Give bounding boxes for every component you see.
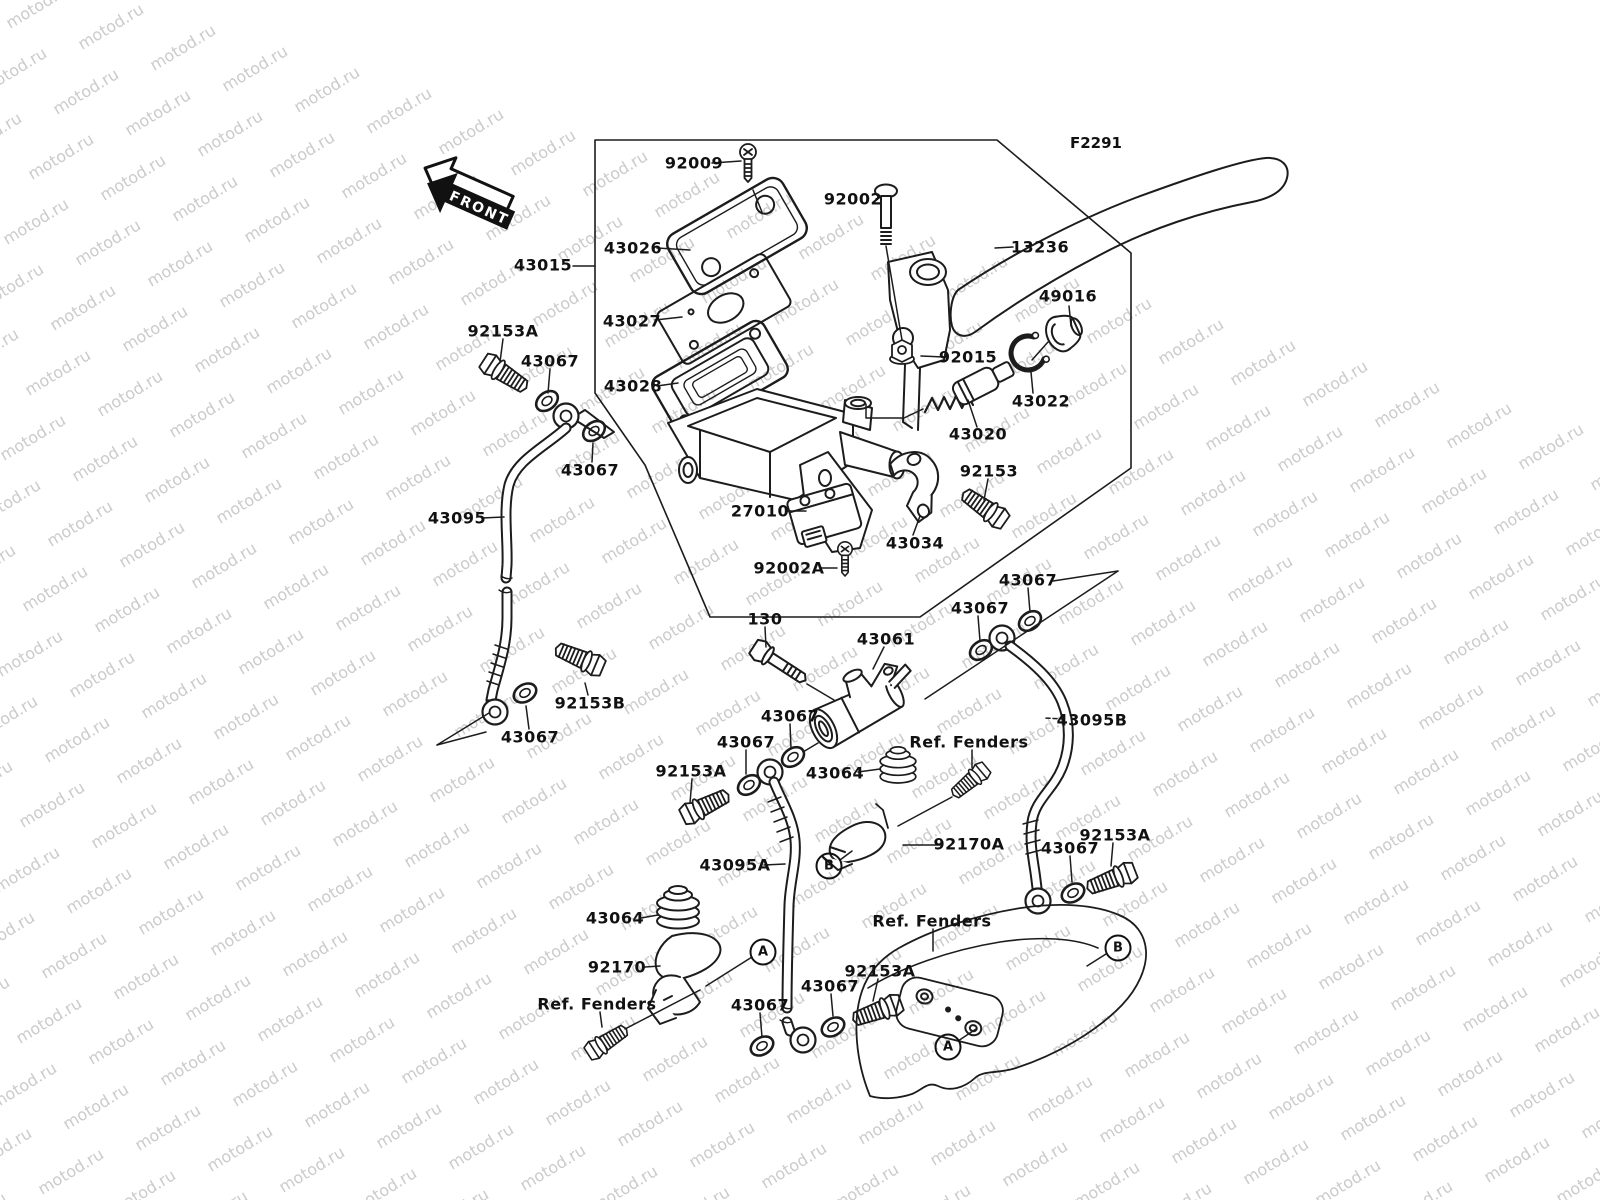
hose-clamp-92170-drawing: [647, 932, 722, 1025]
part-label-92009: 92009: [664, 153, 724, 173]
ref-circle-b: B: [1104, 934, 1132, 962]
part-label-43067: 43067: [520, 351, 580, 371]
part-label-43067: 43067: [760, 706, 820, 726]
leader-lines: [436, 160, 1119, 1042]
part-label-ref-fenders: Ref. Fenders: [909, 732, 1029, 752]
part-label-43067: 43067: [560, 460, 620, 480]
part-label-92002a: 92002A: [753, 558, 825, 578]
brake-switch-drawing: [786, 482, 863, 548]
circlip-drawing: [1008, 331, 1050, 373]
part-label-13236: 13236: [1010, 237, 1070, 257]
brake-hose-43095a-drawing: [767, 776, 801, 1037]
part-label-ref-fenders: Ref. Fenders: [872, 911, 992, 931]
lever-clamp-drawing: [889, 451, 940, 524]
part-label-92170: 92170: [587, 957, 647, 977]
part-label-92153: 92153: [959, 461, 1019, 481]
part-label-43067: 43067: [998, 570, 1058, 590]
brake-hose-43095b-drawing: [1004, 640, 1074, 894]
figure-code: F2291: [1070, 134, 1122, 152]
piston-assembly-drawing: [923, 361, 1015, 414]
brake-lever-drawing: [887, 156, 1289, 431]
part-label-43067: 43067: [716, 732, 776, 752]
part-label-92153a: 92153A: [655, 761, 727, 781]
part-label-43067: 43067: [730, 995, 790, 1015]
part-label-43067: 43067: [800, 976, 860, 996]
part-label-43064: 43064: [805, 763, 865, 783]
pivot-bolt-drawing: [874, 183, 898, 245]
part-label-92153b: 92153B: [554, 693, 626, 713]
assembly-enclosure-outline: [594, 139, 1132, 618]
part-label-43067: 43067: [1040, 838, 1100, 858]
part-label-43034: 43034: [885, 533, 945, 553]
reservoir-cap-drawing: [666, 176, 808, 296]
part-label-43015: 43015: [513, 255, 573, 275]
fender-reference-drawing: [855, 904, 1147, 1100]
part-label-43095b: 43095B: [1056, 710, 1128, 730]
part-label-92002: 92002: [823, 189, 883, 209]
part-label-43095a: 43095A: [699, 855, 771, 875]
part-label-130: 130: [747, 609, 783, 629]
ref-circle-b: B: [815, 852, 843, 880]
part-label-92170a: 92170A: [933, 834, 1005, 854]
ref-circle-a: A: [934, 1033, 962, 1061]
part-label-43020: 43020: [948, 424, 1008, 444]
part-label-92153a: 92153A: [844, 961, 916, 981]
diaphragm-plate-drawing: [656, 253, 792, 365]
part-label-27010: 27010: [730, 501, 790, 521]
part-label-43067: 43067: [500, 727, 560, 747]
part-label-92153a: 92153A: [467, 321, 539, 341]
part-label-49016: 49016: [1038, 286, 1098, 306]
part-label-ref-fenders: Ref. Fenders: [537, 994, 657, 1014]
part-label-43026: 43026: [603, 238, 663, 258]
dust-boot-drawing: [1045, 314, 1083, 353]
part-label-43064: 43064: [585, 908, 645, 928]
hose-junction-drawing: [808, 662, 912, 750]
part-label-43022: 43022: [1011, 391, 1071, 411]
part-label-43067: 43067: [950, 598, 1010, 618]
part-label-92153a: 92153A: [1079, 825, 1151, 845]
part-label-92015: 92015: [938, 347, 998, 367]
part-label-43028: 43028: [603, 376, 663, 396]
part-label-43095: 43095: [427, 508, 487, 528]
part-label-43027: 43027: [602, 311, 662, 331]
ref-circle-a: A: [749, 938, 777, 966]
part-label-43061: 43061: [856, 629, 916, 649]
